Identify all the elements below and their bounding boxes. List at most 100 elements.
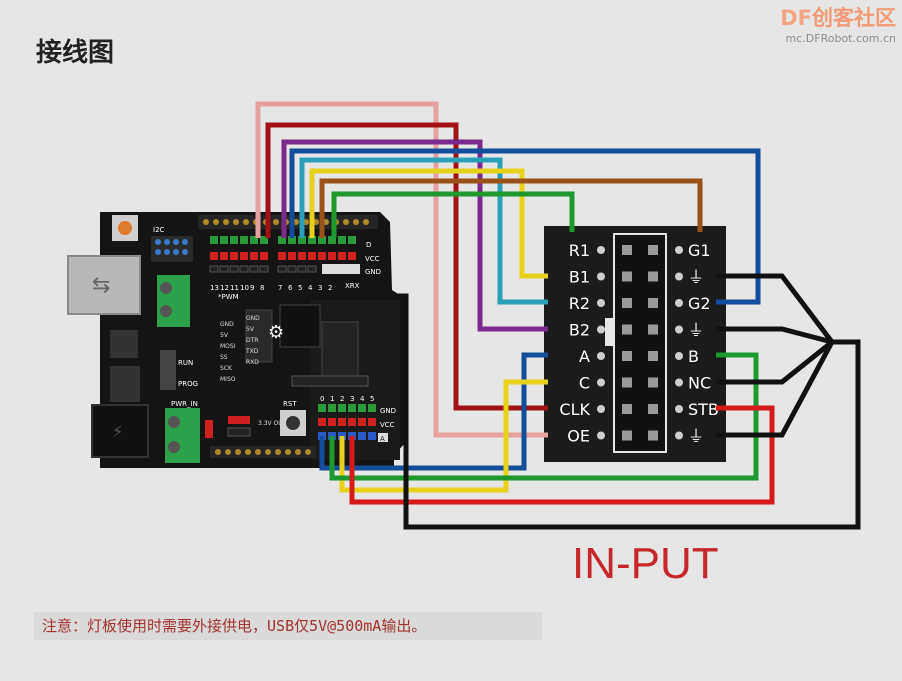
reset-button-top [118,221,132,235]
connector-left-label: R1 [569,241,590,260]
screw-terminal-2 [165,408,200,463]
dc-jack-icon [91,404,149,458]
connector-dot [675,325,683,334]
connector-left-label: B1 [569,268,590,287]
label-pwr-in: PWR_IN [171,400,198,408]
connector-right-label: B [688,347,699,366]
i2c-header [151,236,193,262]
connector-pin [648,377,658,388]
wire-cyan-r2 [299,157,548,305]
label-run: RUN [178,359,193,367]
label-prog: PROG [178,380,198,388]
connector-pin [648,404,658,414]
usb-port-icon [67,255,141,315]
spi-pin-label: GND [220,321,234,328]
digital-pin-label: 8 [260,284,264,292]
usb-symbol-icon: ⇆ [92,273,110,298]
label-vcc-bottom: VCC [380,421,395,429]
digital-pin-label: 11 [230,284,239,292]
connector-dot [675,405,683,413]
wire-black-gnd-4 [716,340,835,438]
connector-pin [622,430,632,441]
connector-dot [597,272,605,281]
digital-pin-label: 7 [278,284,282,292]
watermark-logo-cn: 创客社区 [812,6,896,30]
wire-green-b [329,352,759,481]
connector-dot [597,352,605,360]
connector-right-label: ⏚ [688,427,704,446]
wire-black-gnd-1 [716,273,834,344]
wires [255,101,861,530]
wire-blue-g2 [289,148,761,305]
connector-dot [597,431,605,440]
connector-pin [648,245,658,255]
connector-dot [675,272,683,281]
wire-purple-b2 [281,139,548,332]
connector-left-label: CLK [559,400,590,419]
connector-pin [622,298,632,308]
analog-pin-label: 1 [330,395,334,403]
watermark-logo: DF创客社区 [780,2,896,32]
label-vcc-top: VCC [365,255,380,263]
label-gnd-bottom: GND [380,407,396,415]
uart-pin-label: TXD [245,348,259,355]
label-pwm: *PWM [218,293,239,301]
connector-dot [675,246,683,254]
analog-pin-label: 5 [370,395,374,403]
connector-dot [597,378,605,387]
connector-pin [622,245,632,255]
label-xrx: XRX [345,282,360,290]
label-3v3-out: 3.3V OUT [258,420,287,427]
connector-left-label: C [579,374,590,393]
wire-yellow-c [339,379,548,493]
wire-yellow-b1 [309,168,548,279]
connector-dot [597,299,605,307]
spi-pin-label: MOSI [220,343,236,350]
connector-pin [648,351,658,361]
digital-pin-label: 10 [240,284,249,292]
connector-pin [622,377,632,388]
connector-dot [597,246,605,254]
connector-left-label: A [579,347,590,366]
digital-pin-label: 6 [288,284,293,292]
digital-pin-label: 5 [298,284,302,292]
wire-pink-oe [255,101,548,438]
connector-right-label: G1 [688,241,711,260]
connector-right-label: G2 [688,294,711,313]
spi-pin-label: SCK [220,365,233,372]
screw-terminal-1 [157,275,190,327]
connector-left-label: OE [567,427,590,446]
label-d: D [366,241,371,249]
dfrobot-watermark: DF创客社区 mc.DFRobot.com.cn [780,2,896,45]
dc-bolt-icon: ⚡ [112,422,123,441]
connector-right-label: ⏚ [688,321,704,340]
digital-pin-label: 12 [220,284,229,292]
analog-pin-label: 0 [320,395,324,403]
connector-dot [675,431,683,440]
watermark-url: mc.DFRobot.com.cn [785,32,896,45]
label-a: A [380,435,385,443]
power-note: 注意：灯板使用时需要外接供电，USB仅5V@500mA输出。 [34,612,542,640]
connector-pin [622,404,632,414]
digital-pin-label: 2 [328,284,332,292]
connector-pin [622,351,632,361]
connector-pin [622,324,632,335]
spi-pin-label: 5V [220,332,229,339]
connector-pin [648,298,658,308]
uart-pin-label: GND [246,315,260,322]
digital-header [209,236,360,274]
dfrobot-logo-icon: ⚙ [268,322,284,343]
uart-pin-label: DTR [246,337,258,344]
connector-dot [597,325,605,334]
digital-pin-label: 3 [318,284,322,292]
connector-dot [675,299,683,307]
spi-pin-label: MISO [220,376,236,383]
connector-right-label: ⏚ [688,268,704,287]
